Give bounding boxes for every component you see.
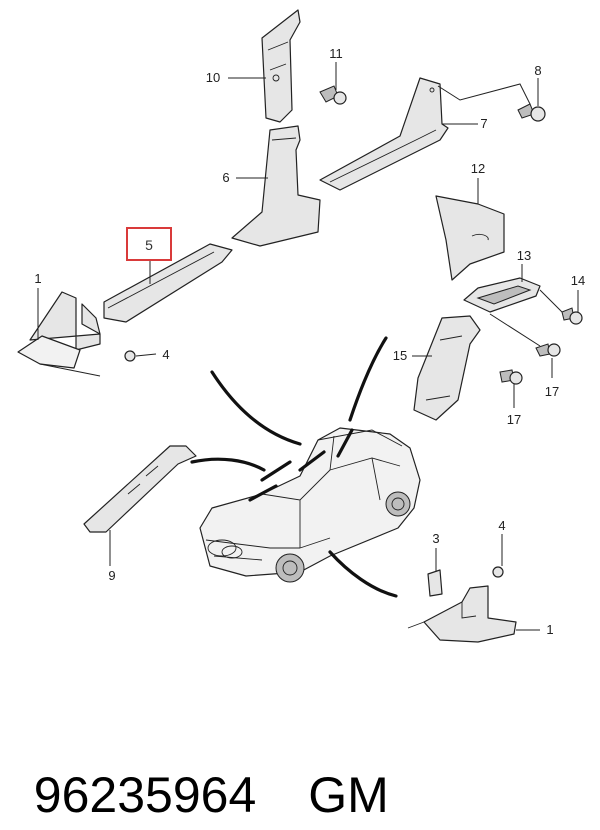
part-17-screw-upper — [535, 343, 561, 357]
part-7-rear-sill-trim — [319, 77, 449, 191]
brand-name: GM — [308, 767, 389, 823]
callout-12: 12 — [471, 161, 485, 176]
callout-9: 9 — [108, 568, 115, 583]
part-11-screw — [319, 85, 347, 105]
part-number: 96235964 — [33, 767, 257, 823]
callout-10: 10 — [206, 70, 220, 85]
callout-14: 14 — [571, 273, 585, 288]
leader-14 — [539, 289, 579, 313]
callout-15: 15 — [393, 348, 407, 363]
leader-17-upper — [489, 313, 553, 378]
callout-13: 13 — [517, 248, 531, 263]
leader-8 — [437, 78, 539, 106]
part-1-kick-panel-right — [407, 585, 517, 643]
part-15-lower-trim — [413, 315, 481, 421]
callout-4-left: 4 — [162, 347, 169, 362]
part-6-lower-pillar-trim — [231, 125, 321, 247]
callout-11: 11 — [329, 46, 343, 61]
callout-8: 8 — [534, 63, 541, 78]
part-4-clip-left — [124, 350, 136, 362]
part-9-a-pillar-trim — [83, 445, 197, 533]
part-1-kick-panel-left — [17, 291, 101, 377]
part-8-screw — [517, 103, 546, 122]
part-14-screw — [561, 307, 583, 325]
callout-7: 7 — [480, 116, 487, 131]
callout-17-lower: 17 — [507, 412, 521, 427]
callout-1-right: 1 — [546, 622, 553, 637]
footer-caption: 96235964 GM — [6, 690, 389, 823]
part-13-speaker-cover — [463, 277, 541, 313]
part-5-front-sill-plate — [103, 243, 233, 323]
part-4-clip-right — [492, 566, 504, 578]
callout-4-right: 4 — [498, 518, 505, 533]
callout-6: 6 — [222, 170, 229, 185]
highlight-box — [126, 227, 172, 261]
leader-4-left — [135, 353, 157, 357]
callout-17-upper: 17 — [545, 384, 559, 399]
callout-3: 3 — [432, 531, 439, 546]
part-17-screw-lower — [499, 369, 523, 385]
part-10-upper-pillar-trim — [261, 9, 301, 123]
car-illustration — [199, 427, 421, 583]
callout-1-left: 1 — [34, 271, 41, 286]
part-3-bracket — [427, 569, 443, 597]
pointer-arrows — [190, 336, 398, 598]
callout-5: 5 — [145, 237, 153, 253]
part-12-quarter-panel — [435, 195, 505, 281]
parts-diagram: 1 4 6 7 8 9 10 11 12 13 14 15 17 17 3 4 … — [17, 9, 585, 643]
